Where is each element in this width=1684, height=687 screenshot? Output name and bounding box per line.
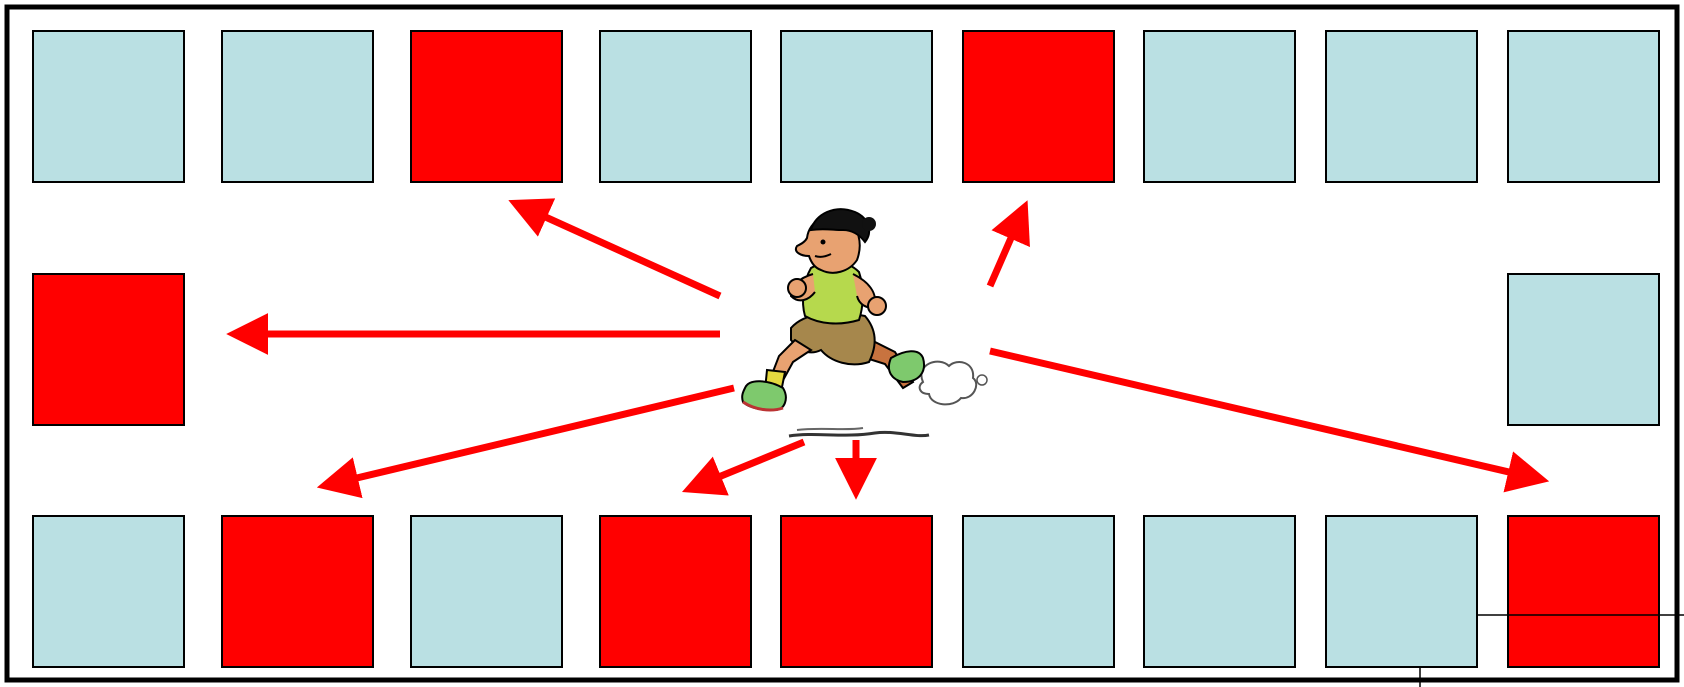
top-cell-2-idle (222, 31, 373, 182)
top-cell-6-target (963, 31, 1114, 182)
arrow-to-top-third (530, 210, 720, 296)
arrow-group (250, 210, 1526, 483)
bottom-cell-7-idle (1144, 516, 1295, 667)
runner-back-shoe (889, 351, 924, 382)
bottom-cell-1-idle (33, 516, 184, 667)
bottom-cell-9-target (1508, 516, 1659, 667)
bottom-cell-6-idle (963, 516, 1114, 667)
top-cell-3-target (411, 31, 562, 182)
bottom-cell-4-target (600, 516, 751, 667)
bottom-cell-5-target (781, 516, 932, 667)
top-cell-1-idle (33, 31, 184, 182)
middle-right-cell-idle (1508, 274, 1659, 425)
dust-puff (977, 375, 987, 385)
runner-right-fist (868, 297, 886, 315)
arrow-to-bottom-fourth (704, 442, 804, 483)
runner-left-fist (788, 279, 806, 297)
arrow-to-bottom-second (340, 388, 734, 482)
ground-dust (789, 432, 929, 436)
top-cell-7-idle (1144, 31, 1295, 182)
running-man-icon (742, 209, 987, 436)
bottom-cell-3-idle (411, 516, 562, 667)
top-cell-4-idle (600, 31, 751, 182)
top-cell-5-idle (781, 31, 932, 182)
top-cell-8-idle (1326, 31, 1477, 182)
runner-eye (821, 240, 826, 245)
bottom-cell-2-target (222, 516, 373, 667)
middle-left-cell-target (33, 274, 184, 425)
bottom-cell-8-idle (1326, 516, 1477, 667)
dust-cloud (920, 362, 977, 405)
arrow-to-top-sixth (990, 222, 1018, 286)
top-cell-9-idle (1508, 31, 1659, 182)
arrow-to-bottom-ninth (990, 351, 1526, 476)
